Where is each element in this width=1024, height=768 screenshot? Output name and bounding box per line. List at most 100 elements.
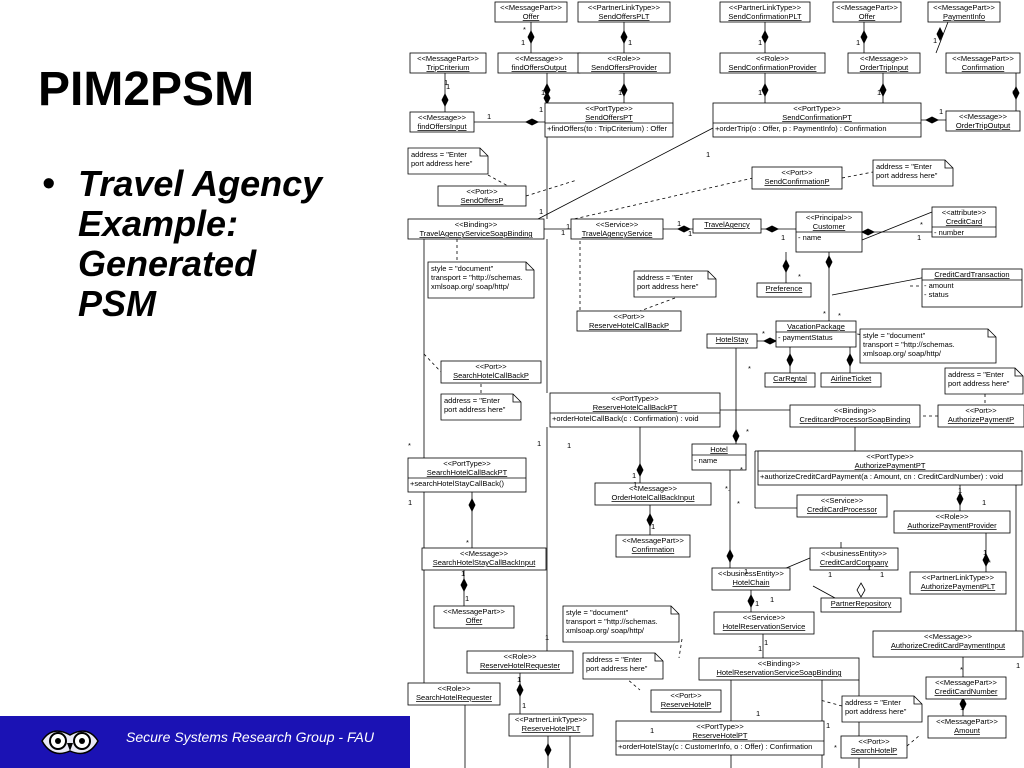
class-label: PartnerRepository bbox=[831, 599, 892, 608]
aggregation-diamond bbox=[620, 30, 628, 44]
multiplicity-label: * bbox=[920, 220, 923, 229]
class-label: SendConfirmationProvider bbox=[729, 63, 817, 72]
class-label: <<PortType>> bbox=[793, 104, 841, 113]
aggregation-diamond bbox=[441, 93, 449, 107]
multiplicity-label: 1 bbox=[632, 471, 636, 480]
class-label: OrderHotelCallBackInput bbox=[612, 493, 696, 502]
aggregation-diamond bbox=[861, 228, 875, 236]
class-label: <<MessagePart>> bbox=[836, 3, 898, 12]
multiplicity-label: 1 bbox=[545, 633, 549, 642]
class-label: <<PartnerLinkType>> bbox=[588, 3, 661, 12]
class-label: <<Role>> bbox=[608, 54, 642, 63]
class-member: - amount bbox=[924, 281, 955, 290]
class-label: SearchHotelRequester bbox=[416, 693, 492, 702]
note-text: address = "Enter bbox=[876, 162, 932, 171]
uml-class-offer3: <<MessagePart>>Offer bbox=[433, 605, 515, 629]
multiplicity-label: 1 bbox=[744, 567, 748, 576]
class-label: CreditCardTransaction bbox=[934, 270, 1009, 279]
class-label: <<Message>> bbox=[860, 54, 909, 63]
uml-class-findOffersInput: <<Message>>findOffersInput bbox=[409, 111, 475, 133]
class-label: ReserveHotelCallBackPT bbox=[593, 403, 678, 412]
multiplicity-label: 1 bbox=[758, 88, 762, 97]
uml-class-ccTransaction: CreditCardTransaction- amount- status bbox=[921, 268, 1023, 308]
uml-class-hotel: Hotel- name bbox=[691, 443, 747, 471]
class-label: TravelAgency bbox=[704, 220, 750, 229]
uml-class-authorizePaymentPT: <<PortType>>AuthorizePaymentPT+authorize… bbox=[757, 450, 1023, 486]
class-label: findOffersOutput bbox=[512, 63, 568, 72]
class-label: <<PartnerLinkType>> bbox=[729, 3, 802, 12]
class-label: <<MessagePart>> bbox=[935, 678, 997, 687]
class-label: ReserveHotelRequester bbox=[480, 661, 561, 670]
note-text: style = "document" bbox=[566, 608, 629, 617]
class-member: - name bbox=[694, 456, 717, 465]
dependency-line bbox=[819, 699, 843, 707]
uml-class-customer: <<Principal>>Customer- name bbox=[795, 211, 863, 253]
bullet-marker: • bbox=[42, 162, 55, 203]
bullet-line: PSM bbox=[78, 283, 157, 324]
note-text: xmlsoap.org/ soap/http/ bbox=[863, 349, 942, 358]
class-label: PaymentInfo bbox=[943, 12, 985, 21]
note-text: port address here" bbox=[876, 171, 938, 180]
uml-class-authorizeCCPaymentInput: <<Message>>AuthorizeCreditCardPaymentInp… bbox=[872, 630, 1024, 658]
uml-class-travelAgency: TravelAgency bbox=[692, 218, 762, 234]
class-label: <<PartnerLinkType>> bbox=[922, 573, 995, 582]
aggregation-diamond bbox=[525, 118, 539, 126]
connector-line bbox=[812, 585, 836, 599]
dependency-line bbox=[525, 179, 578, 197]
aggregation-diamond bbox=[925, 116, 939, 124]
connector-line bbox=[861, 211, 933, 241]
class-label: VacationPackage bbox=[787, 322, 845, 331]
multiplicity-label: 1 bbox=[650, 726, 654, 735]
multiplicity-label: 1 bbox=[567, 441, 571, 450]
aggregation-diamond bbox=[620, 83, 628, 97]
aggregation-diamond bbox=[782, 259, 790, 273]
class-label: AuthorizePaymentPT bbox=[855, 461, 926, 470]
uml-class-preference: Preference bbox=[756, 282, 812, 298]
note-text: address = "Enter bbox=[411, 150, 467, 159]
class-label: <<businessEntity>> bbox=[821, 549, 887, 558]
uml-class-reserveHotelPLT: <<PartnerLinkType>>ReserveHotelPLT bbox=[508, 713, 594, 737]
note-text: address = "Enter bbox=[948, 370, 1004, 379]
class-member: +findOffers(to : TripCriterium) : Offer bbox=[547, 124, 667, 133]
multiplicity-label: 1 bbox=[461, 569, 465, 578]
multiplicity-label: 1 bbox=[408, 498, 412, 507]
class-label: <<businessEntity>> bbox=[718, 569, 784, 578]
class-label: AuthorizePaymentProvider bbox=[907, 521, 997, 530]
class-label: AuthorizePaymentP bbox=[948, 415, 1014, 424]
open-diamond bbox=[856, 582, 866, 598]
connector-line bbox=[935, 21, 949, 54]
aggregation-diamond bbox=[761, 83, 769, 97]
class-label: ReserveHotelPLT bbox=[522, 724, 581, 733]
uml-class-paymentInfo: <<MessagePart>>PaymentInfo bbox=[927, 1, 1001, 23]
multiplicity-label: 1 bbox=[465, 594, 469, 603]
uml-class-sendOffersPT: <<PortType>>SendOffersPT+findOffers(to :… bbox=[544, 102, 674, 138]
uml-class-findOffersOutput: <<Message>>findOffersOutput bbox=[497, 52, 581, 74]
class-label: HotelReservationService bbox=[723, 622, 806, 631]
aggregation-diamond bbox=[516, 683, 524, 697]
multiplicity-label: 1 bbox=[877, 88, 881, 97]
note-text: xmlsoap.org/ soap/http/ bbox=[566, 626, 645, 635]
uml-class-sendOffersPLT: <<PartnerLinkType>>SendOffersPLT bbox=[577, 1, 671, 23]
multiplicity-label: *. bbox=[725, 484, 730, 493]
multiplicity-label: * bbox=[746, 427, 749, 436]
class-label: Amount bbox=[954, 726, 981, 735]
multiplicity-label: 1 bbox=[828, 570, 832, 579]
multiplicity-label: 1 bbox=[651, 522, 655, 531]
uml-class-reserveHotelP: <<Port>>ReserveHotelP bbox=[650, 689, 722, 713]
aggregation-diamond bbox=[543, 91, 551, 105]
uml-class-ccCompany: <<businessEntity>>CreditCardCompany bbox=[809, 547, 899, 571]
multiplicity-label: * bbox=[988, 558, 991, 567]
class-label: <<Message>> bbox=[418, 113, 467, 122]
uml-note: style = "document"transport = "http://sc… bbox=[859, 328, 997, 364]
multiplicity-label: 1 bbox=[541, 88, 545, 97]
uml-class-sendConfP: <<Port>>SendConfirmationP bbox=[751, 166, 843, 190]
class-member: +orderTrip(o : Offer, p : PaymentInfo) :… bbox=[715, 124, 887, 133]
note-text: transport = "http://schemas. bbox=[566, 617, 658, 626]
connector-line bbox=[831, 274, 938, 296]
dependency-line bbox=[678, 638, 683, 659]
